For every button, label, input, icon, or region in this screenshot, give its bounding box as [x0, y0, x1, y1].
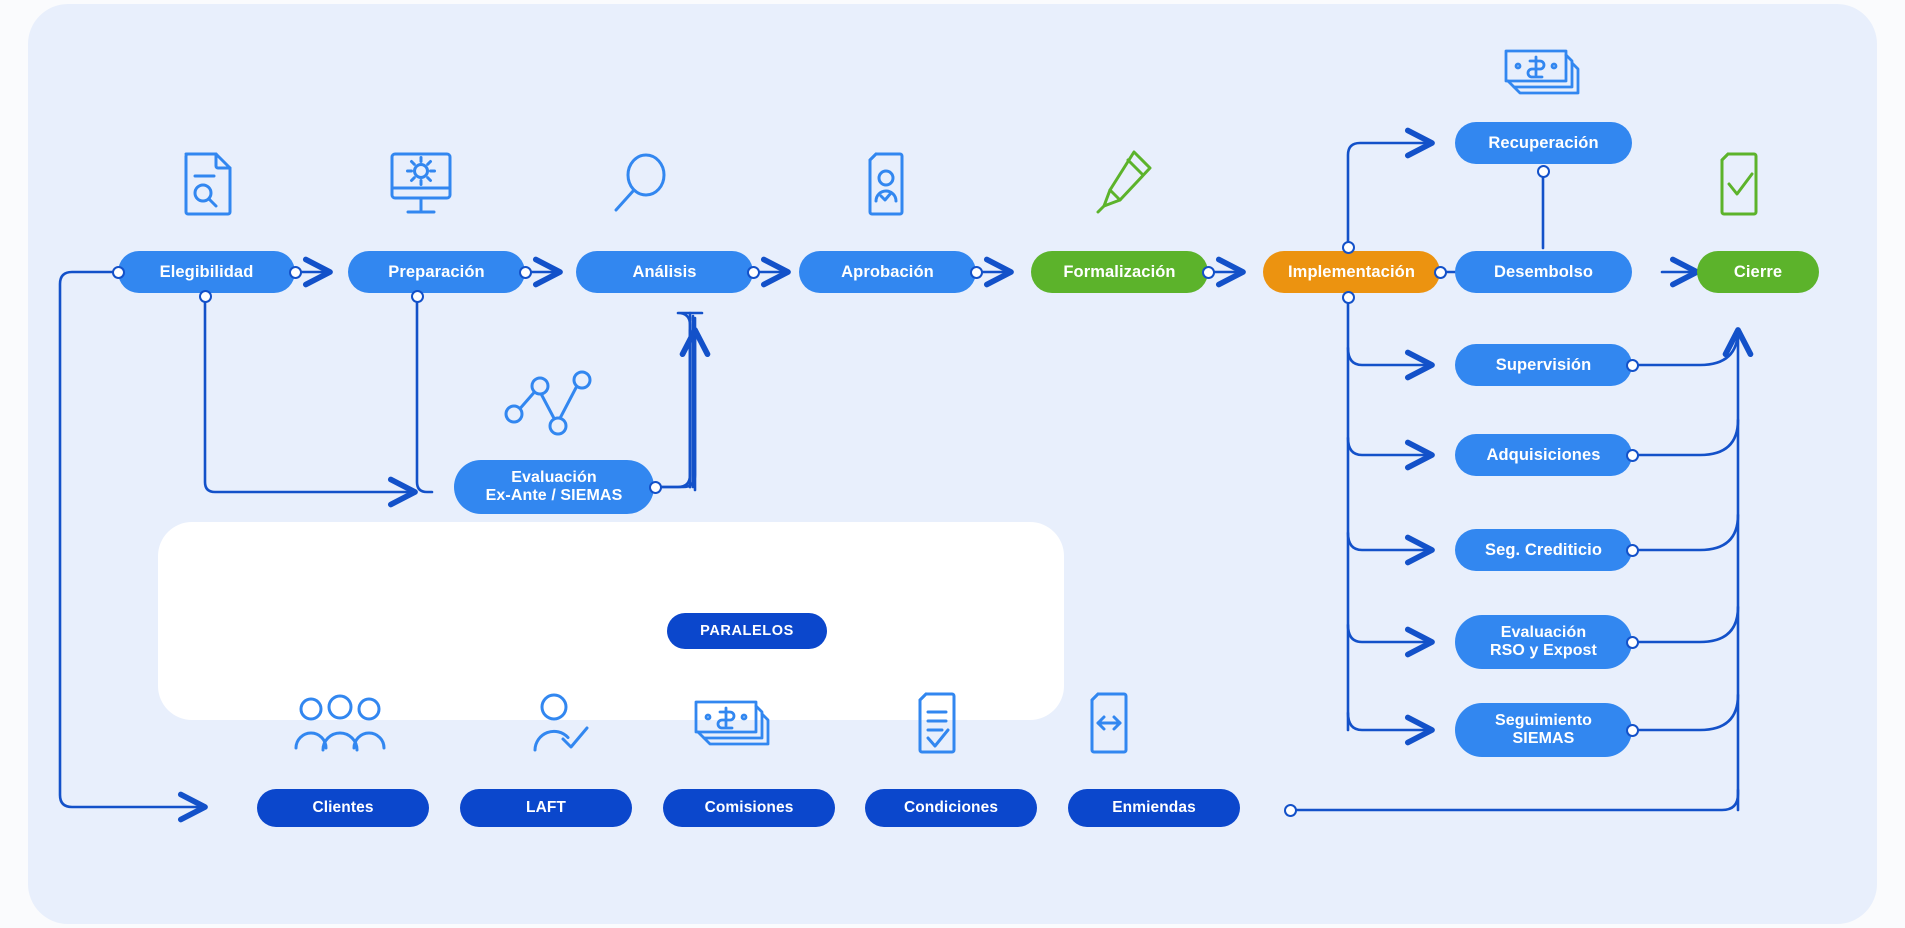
node-label: Clientes — [312, 799, 374, 817]
person-check-icon — [533, 693, 589, 752]
port-elegibilidad-bottom — [198, 289, 212, 303]
node-preparacion[interactable]: Preparación — [348, 251, 525, 293]
node-label: Recuperación — [1488, 133, 1599, 152]
port-preparacion-right — [518, 265, 532, 279]
pen-icon — [1096, 150, 1152, 214]
node-label: Supervisión — [1495, 355, 1592, 374]
node-adquisiciones[interactable]: Adquisiciones — [1455, 434, 1632, 476]
port-recuperacion-bottom — [1536, 164, 1550, 178]
port-elegibilidad-left — [111, 265, 125, 279]
money-stack-icon — [694, 700, 770, 746]
node-label: Comisiones — [704, 799, 794, 817]
port-evaluacion-rso-right — [1625, 635, 1639, 649]
people-group-icon — [294, 694, 386, 752]
document-check-icon — [1720, 152, 1758, 216]
paralelos-badge: PARALELOS — [667, 613, 827, 649]
node-implementacion[interactable]: Implementación — [1263, 251, 1440, 293]
node-label: Seguimiento SIEMAS — [1494, 712, 1593, 747]
node-label: Formalización — [1063, 262, 1176, 281]
node-aprobacion[interactable]: Aprobación — [799, 251, 976, 293]
document-person-icon — [868, 152, 904, 216]
node-evaluacion-ex-ante[interactable]: Evaluación Ex-Ante / SIEMAS — [454, 460, 654, 514]
node-label: Implementación — [1287, 262, 1415, 281]
node-evaluacion-rso[interactable]: Evaluación RSO y Expost — [1455, 615, 1632, 669]
paralelo-enmiendas[interactable]: Enmiendas — [1068, 789, 1240, 827]
node-label: Adquisiciones — [1486, 445, 1601, 464]
paralelo-condiciones[interactable]: Condiciones — [865, 789, 1037, 827]
node-label: Enmiendas — [1112, 799, 1196, 817]
node-label: Cierre — [1733, 262, 1783, 281]
node-label: Preparación — [388, 262, 485, 281]
node-label: Condiciones — [903, 799, 999, 817]
node-cierre[interactable]: Cierre — [1697, 251, 1819, 293]
paralelo-clientes[interactable]: Clientes — [257, 789, 429, 827]
port-elegibilidad-right — [288, 265, 302, 279]
paralelos-badge-label: PARALELOS — [700, 622, 794, 639]
document-lines-check-icon — [918, 692, 956, 754]
node-label: Desembolso — [1493, 262, 1594, 281]
port-evaluacion-right — [648, 480, 662, 494]
port-implementacion-right — [1433, 265, 1447, 279]
port-implementacion-top — [1341, 240, 1355, 254]
node-label: Evaluación RSO y Expost — [1489, 624, 1597, 659]
port-supervision-right — [1625, 358, 1639, 372]
port-seguimiento-right — [1625, 723, 1639, 737]
node-seg-crediticio[interactable]: Seg. Crediticio — [1455, 529, 1632, 571]
paralelo-laft[interactable]: LAFT — [460, 789, 632, 827]
node-recuperacion[interactable]: Recuperación — [1455, 122, 1632, 164]
node-desembolso[interactable]: Desembolso — [1455, 251, 1632, 293]
node-label: Análisis — [632, 262, 697, 281]
money-stack-icon — [1504, 49, 1580, 95]
port-aprobacion-right — [969, 265, 983, 279]
node-label: Evaluación Ex-Ante / SIEMAS — [485, 469, 623, 504]
node-label: Aprobación — [841, 262, 934, 281]
node-formalizacion[interactable]: Formalización — [1031, 251, 1208, 293]
node-seguimiento-siemas[interactable]: Seguimiento SIEMAS — [1455, 703, 1632, 757]
magnifier-icon — [614, 153, 666, 212]
node-analisis[interactable]: Análisis — [576, 251, 753, 293]
monitor-gear-icon — [390, 152, 452, 214]
port-seg-crediticio-right — [1625, 543, 1639, 557]
document-search-icon — [184, 152, 232, 216]
node-label: LAFT — [526, 799, 566, 817]
node-label: Seg. Crediticio — [1484, 540, 1603, 559]
port-enmiendas-right — [1283, 803, 1297, 817]
paralelos-card — [158, 522, 1064, 720]
document-arrows-icon — [1090, 692, 1128, 754]
port-preparacion-bottom — [410, 289, 424, 303]
port-adquisiciones-right — [1625, 448, 1639, 462]
node-elegibilidad[interactable]: Elegibilidad — [118, 251, 295, 293]
port-implementacion-bottom — [1341, 290, 1355, 304]
paralelo-comisiones[interactable]: Comisiones — [663, 789, 835, 827]
node-supervision[interactable]: Supervisión — [1455, 344, 1632, 386]
port-formalizacion-right — [1201, 265, 1215, 279]
port-analisis-right — [746, 265, 760, 279]
line-chart-icon — [504, 370, 592, 436]
node-label: Elegibilidad — [159, 262, 254, 281]
